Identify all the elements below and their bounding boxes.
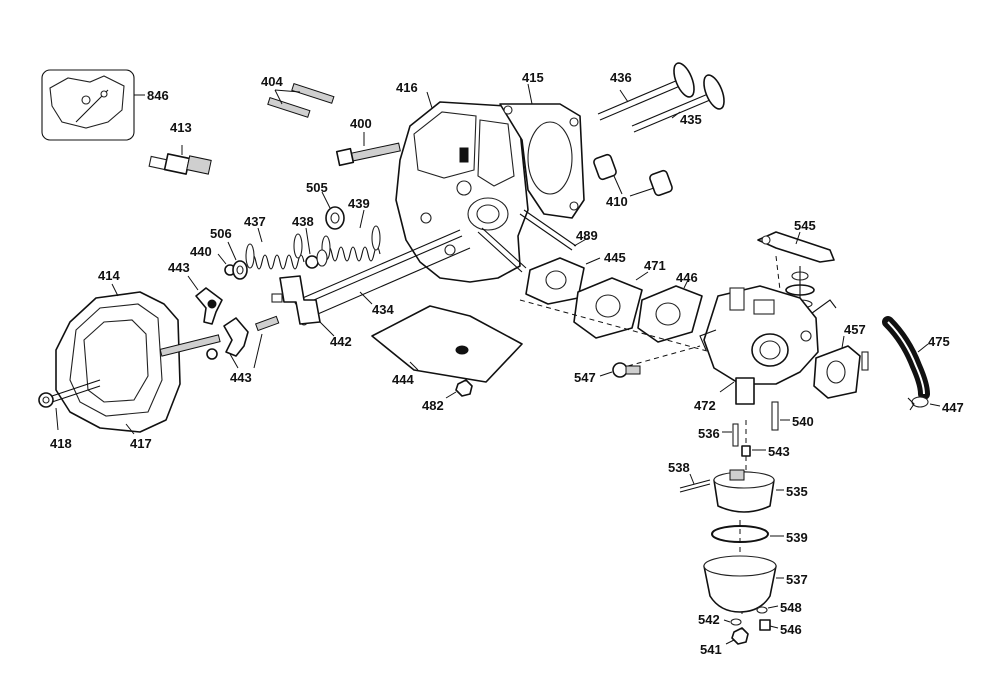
label-434: 434: [372, 302, 394, 317]
label-846: 846: [147, 88, 169, 103]
part-543-jet: [741, 445, 766, 457]
part-536-pin: [722, 423, 739, 447]
label-482: 482: [422, 398, 444, 413]
label-438: 438: [292, 214, 314, 229]
label-472: 472: [694, 398, 716, 413]
part-472-carburetor: [699, 285, 819, 405]
label-437: 437: [244, 214, 266, 229]
part-506-retainer: [227, 241, 248, 280]
label-443-lower: 443: [230, 370, 252, 385]
label-442: 442: [330, 334, 352, 349]
part-471-spacer: [573, 271, 649, 339]
label-545: 545: [794, 218, 816, 233]
label-445: 445: [604, 250, 626, 265]
part-400-bolt: [335, 132, 401, 167]
part-447-clamp: [907, 396, 941, 411]
label-475: 475: [928, 334, 950, 349]
label-536: 536: [698, 426, 720, 441]
part-846-inset: [41, 69, 145, 141]
part-442-guide-plate: [271, 275, 335, 337]
part-538-pin: [679, 473, 711, 493]
part-414-valve-cover: [55, 283, 181, 433]
label-436: 436: [610, 70, 632, 85]
label-447: 447: [942, 400, 964, 415]
label-417: 417: [130, 436, 152, 451]
part-535-float: [713, 469, 784, 513]
label-416: 416: [396, 80, 418, 95]
part-548-washer: [756, 605, 779, 614]
part-413-spark-plug: [148, 145, 212, 175]
label-543: 543: [768, 444, 790, 459]
label-540: 540: [792, 414, 814, 429]
part-457-gasket: [813, 335, 869, 399]
label-415: 415: [522, 70, 544, 85]
label-505: 505: [306, 180, 328, 195]
part-437-spring: [245, 227, 305, 270]
label-444: 444: [392, 372, 414, 387]
part-444-baffle: [371, 305, 523, 383]
part-410-valve-guides: [593, 153, 673, 197]
part-435-valve: [631, 74, 725, 133]
part-475-hose: [882, 316, 930, 400]
part-416-cylinder-head: [395, 91, 529, 283]
part-541-bolt: [725, 627, 749, 645]
part-445-gasket: [525, 257, 601, 305]
part-482-nut: [445, 379, 473, 399]
label-541: 541: [700, 642, 722, 657]
part-505-retainer: [321, 191, 345, 230]
part-539-o-ring: [711, 525, 784, 543]
part-417-cover-stud: [125, 334, 221, 435]
label-471: 471: [644, 258, 666, 273]
label-542: 542: [698, 612, 720, 627]
label-446: 446: [676, 270, 698, 285]
label-539: 539: [786, 530, 808, 545]
part-446-gasket: [637, 279, 703, 343]
label-404: 404: [261, 74, 283, 89]
part-439-spring: [321, 209, 381, 262]
label-418: 418: [50, 436, 72, 451]
label-489: 489: [576, 228, 598, 243]
label-537: 537: [786, 572, 808, 587]
label-435: 435: [680, 112, 702, 127]
part-415-gasket: [499, 83, 585, 219]
part-542-washer: [723, 618, 742, 626]
label-400: 400: [350, 116, 372, 131]
part-443-rocker-arm-upper: [187, 275, 223, 325]
label-546: 546: [780, 622, 802, 637]
part-546-drain-screw: [759, 619, 779, 631]
label-506: 506: [210, 226, 232, 241]
label-457: 457: [844, 322, 866, 337]
part-537-float-bowl: [703, 555, 784, 613]
label-410: 410: [606, 194, 628, 209]
label-439: 439: [348, 196, 370, 211]
part-443-rocker-arm-lower: [206, 315, 280, 369]
label-535: 535: [786, 484, 808, 499]
label-547: 547: [574, 370, 596, 385]
part-489-bolts: [477, 209, 589, 273]
label-538: 538: [668, 460, 690, 475]
label-440: 440: [190, 244, 212, 259]
part-436-valve: [597, 62, 695, 121]
part-404-studs: [267, 83, 335, 118]
part-547-screw: [599, 362, 641, 378]
label-443-upper: 443: [168, 260, 190, 275]
part-545-lever: [757, 231, 835, 263]
part-418-cover-bolt: [38, 379, 101, 431]
part-540-needle: [771, 401, 790, 431]
part-438-keeper: [305, 227, 328, 269]
label-413: 413: [170, 120, 192, 135]
label-548: 548: [780, 600, 802, 615]
label-414: 414: [98, 268, 120, 283]
